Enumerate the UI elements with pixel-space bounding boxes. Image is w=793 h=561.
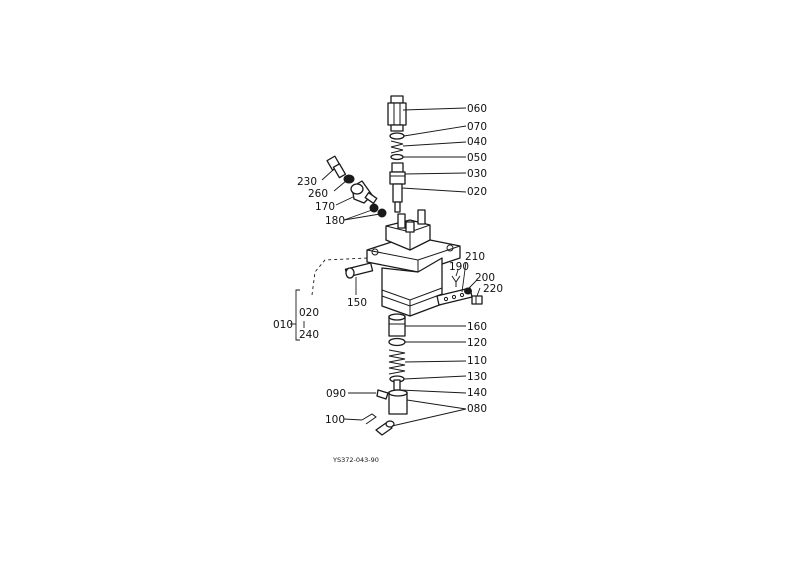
label-010[interactable]: 010 <box>273 319 293 331</box>
label-130[interactable]: 130 <box>467 371 487 383</box>
label-020-group[interactable]: 020 <box>299 307 319 319</box>
label-100[interactable]: 100 <box>325 414 345 426</box>
pin-100[interactable] <box>361 413 377 425</box>
bolt-220[interactable] <box>471 295 483 305</box>
valve-spring-070[interactable] <box>389 132 405 140</box>
label-240[interactable]: 240 <box>299 329 319 341</box>
label-110[interactable]: 110 <box>467 355 487 367</box>
label-020[interactable]: 020 <box>467 186 487 198</box>
label-080[interactable]: 080 <box>467 403 487 415</box>
label-030[interactable]: 030 <box>467 168 487 180</box>
label-210[interactable]: 210 <box>465 251 485 263</box>
plunger-spring-110[interactable] <box>388 349 406 375</box>
gasket-050[interactable] <box>390 153 404 161</box>
label-190[interactable]: 190 <box>449 261 469 273</box>
label-170[interactable]: 170 <box>315 201 335 213</box>
gasket-180[interactable] <box>369 203 387 218</box>
plunger-140[interactable] <box>393 379 401 391</box>
label-160[interactable]: 160 <box>467 321 487 333</box>
label-120[interactable]: 120 <box>467 337 487 349</box>
roller-080[interactable] <box>375 420 395 436</box>
part-labels: 060 070 040 050 030 020 230 260 170 180 … <box>273 103 503 426</box>
drawing-code: YS372-043-90 <box>332 456 379 464</box>
delivery-valve-030[interactable] <box>389 162 406 185</box>
control-rack-150[interactable] <box>344 262 374 279</box>
label-180[interactable]: 180 <box>325 215 345 227</box>
delivery-valve-holder[interactable] <box>387 95 407 132</box>
banjo-fitting-170[interactable] <box>350 180 378 204</box>
label-070[interactable]: 070 <box>467 121 487 133</box>
tappet-080[interactable] <box>388 389 408 415</box>
label-040[interactable]: 040 <box>467 136 487 148</box>
label-220[interactable]: 220 <box>483 283 503 295</box>
label-200[interactable]: 200 <box>475 272 495 284</box>
bolt-230[interactable] <box>326 155 347 179</box>
valve-seat-020[interactable] <box>392 183 403 213</box>
label-090[interactable]: 090 <box>326 388 346 400</box>
pump-housing[interactable] <box>366 209 461 317</box>
spring-040[interactable] <box>390 140 404 154</box>
spring-seat-120[interactable] <box>388 337 406 347</box>
washer-200[interactable] <box>464 287 472 295</box>
label-140[interactable]: 140 <box>467 387 487 399</box>
leader-lines <box>311 107 481 427</box>
roller-pin-090[interactable] <box>376 389 389 400</box>
washer-260[interactable] <box>343 174 355 184</box>
label-050[interactable]: 050 <box>467 152 487 164</box>
label-260[interactable]: 260 <box>308 188 328 200</box>
label-150[interactable]: 150 <box>347 297 367 309</box>
pin-190[interactable] <box>451 275 461 287</box>
plunger-barrel-160[interactable] <box>388 313 406 337</box>
label-060[interactable]: 060 <box>467 103 487 115</box>
label-230[interactable]: 230 <box>297 176 317 188</box>
group-bracket <box>290 289 305 341</box>
